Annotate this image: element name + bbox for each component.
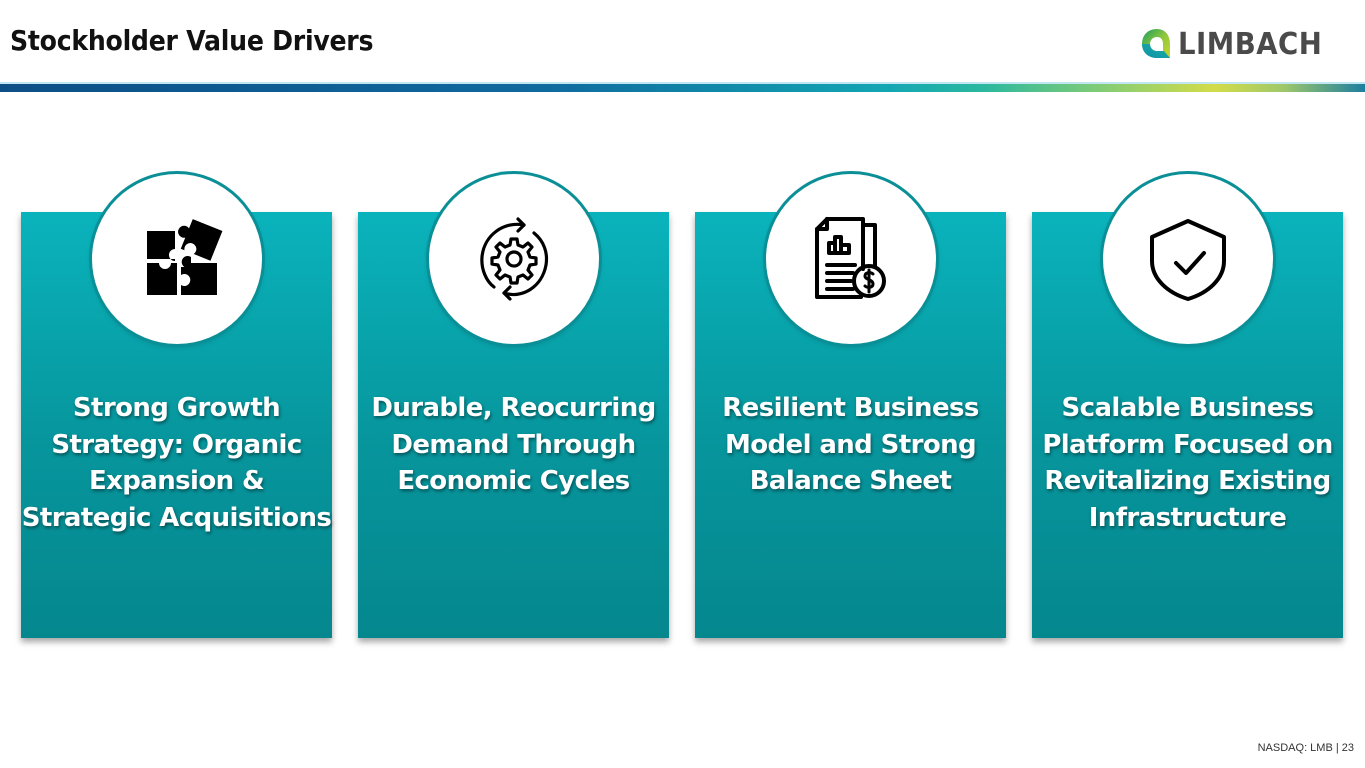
financial-report-icon bbox=[815, 217, 886, 299]
company-logo: LIMBACH bbox=[1140, 24, 1335, 64]
card-text: Durable, Reocurring Demand Through Econo… bbox=[371, 393, 656, 496]
footer-ticker-page: NASDAQ: LMB | 23 bbox=[1257, 742, 1354, 754]
shield-check-icon bbox=[1150, 219, 1226, 301]
page-title: Stockholder Value Drivers bbox=[10, 24, 374, 57]
logo-wordmark: LIMBACH bbox=[1178, 26, 1323, 62]
gear-cycle-icon bbox=[480, 217, 549, 301]
card-text: Resilient Business Model and Strong Bala… bbox=[722, 393, 979, 496]
icon-circle bbox=[1103, 174, 1273, 344]
card-text: Strong Growth Strategy: Organic Expansio… bbox=[21, 393, 332, 533]
icon-circle bbox=[92, 174, 262, 344]
header-divider bbox=[0, 82, 1365, 92]
puzzle-icon bbox=[147, 219, 223, 295]
card-text: Scalable Business Platform Focused on Re… bbox=[1042, 393, 1333, 533]
icon-circle bbox=[429, 174, 599, 344]
limbach-logo-icon bbox=[1142, 29, 1170, 58]
icon-circle bbox=[766, 174, 936, 344]
